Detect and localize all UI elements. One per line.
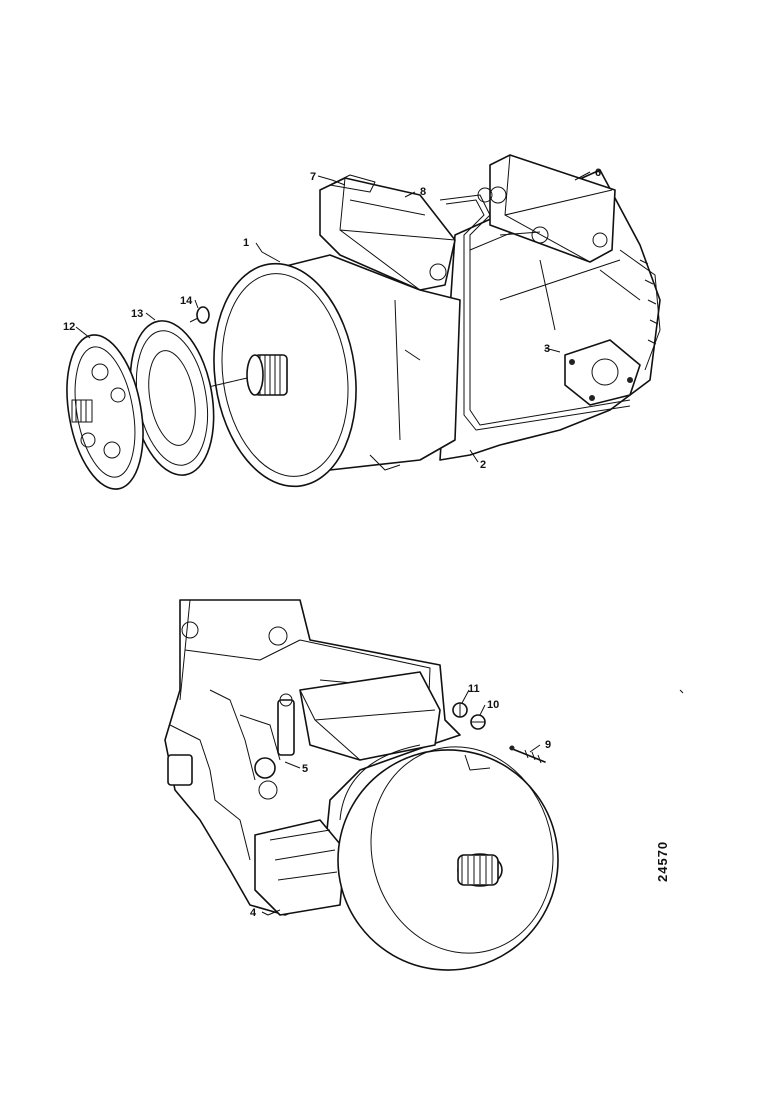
pump-mount-3	[564, 339, 641, 406]
top-leader-lines	[75, 171, 591, 463]
callout-3: 3	[544, 343, 550, 355]
callout-11: 11	[468, 683, 480, 695]
scan-mark	[679, 689, 684, 694]
solenoid-5	[239, 693, 295, 779]
callout-13: 13	[131, 308, 143, 320]
flex-plate-12	[66, 334, 144, 490]
callout-1: 1	[243, 237, 249, 249]
converter-housing-1	[109, 254, 461, 488]
oil-pipes	[439, 187, 631, 431]
callout-2: 2	[480, 459, 486, 471]
figure-number: 24570	[655, 841, 670, 882]
callout-9: 9	[545, 739, 551, 751]
top-assembly-view: 1 2 3 6 7 8 12 13 14	[63, 154, 661, 490]
control-box-6	[489, 154, 616, 263]
gearbox-4	[254, 819, 346, 916]
small-parts	[452, 702, 546, 764]
callout-14: 14	[180, 295, 193, 307]
bottom-assembly-view: 4 5 9 10 11	[164, 599, 559, 971]
callout-6: 6	[595, 167, 601, 179]
callout-4: 4	[250, 907, 257, 919]
callout-10: 10	[487, 699, 499, 711]
seal-ring-13	[129, 320, 215, 476]
valve-block	[299, 671, 441, 761]
filter-assembly	[167, 689, 278, 861]
callout-7: 7	[310, 171, 316, 183]
callout-12: 12	[63, 321, 75, 333]
bottom-leader-lines	[261, 689, 541, 916]
callout-5: 5	[302, 763, 308, 775]
valve-body-8	[319, 174, 456, 291]
bolt-14	[189, 306, 210, 324]
callout-8: 8	[420, 186, 426, 198]
converter-housing-front	[337, 744, 559, 971]
